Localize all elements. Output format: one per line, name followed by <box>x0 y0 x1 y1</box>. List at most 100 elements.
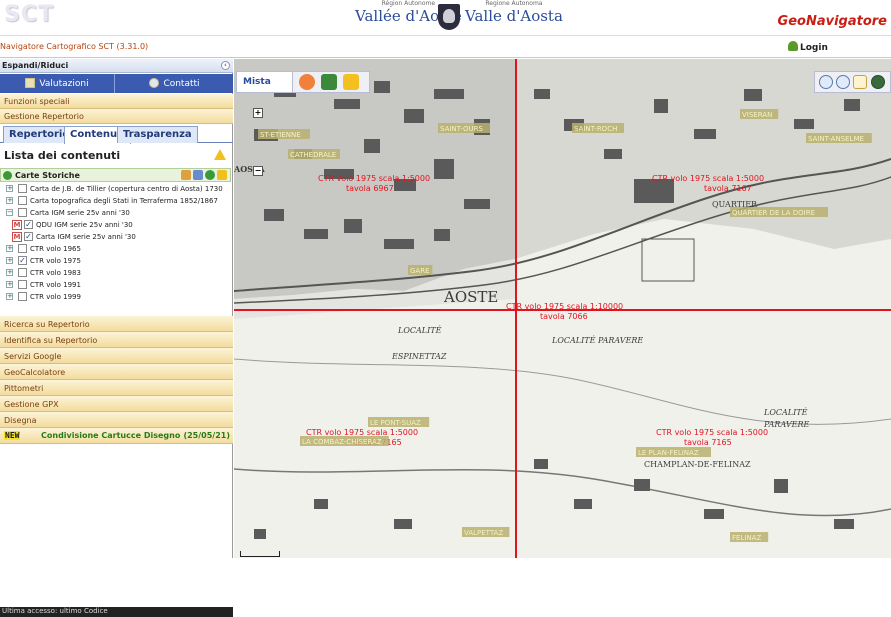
scroll-icon <box>25 78 36 88</box>
layer-label: CTR volo 1965 <box>30 245 81 253</box>
top-tabs: Valutazioni Contatti <box>0 74 233 93</box>
warning-icon[interactable] <box>214 149 226 160</box>
tab-trasparenza[interactable]: Trasparenza <box>117 126 198 143</box>
map-locality-label: QUARTIER <box>712 200 758 209</box>
lightning-icon[interactable] <box>343 74 359 90</box>
accordion-gestione-gpx[interactable]: Gestione GPX <box>0 396 233 412</box>
grid-sheet-label: CTR volo 1975 scala 1:5000 <box>306 428 418 437</box>
tab-valutazioni[interactable]: Valutazioni <box>0 74 115 93</box>
locate-icon[interactable] <box>299 74 315 90</box>
metadata-icon[interactable]: M <box>12 232 22 242</box>
expand-toggle-icon[interactable]: + <box>6 256 13 264</box>
place-label: VISERAN <box>740 109 779 119</box>
expand-collapse-bar[interactable]: Espandi/Riduci ‹ <box>0 59 233 73</box>
svg-text:FELINAZ: FELINAZ <box>732 534 761 542</box>
expand-toggle-icon[interactable]: − <box>6 208 13 216</box>
pan-hand-icon[interactable] <box>853 75 867 89</box>
metadata-icon[interactable]: M <box>12 220 22 230</box>
group-filter-icon[interactable] <box>217 170 227 180</box>
svg-text:VALPETTAZ: VALPETTAZ <box>464 529 503 537</box>
zoom-out-icon[interactable] <box>836 75 850 89</box>
layer-item[interactable]: + CTR volo 1999 <box>0 291 231 303</box>
nav-up-icon[interactable]: + <box>253 108 263 118</box>
contacts-icon <box>149 78 160 88</box>
group-grid-icon[interactable] <box>193 170 203 180</box>
layer-checkbox[interactable] <box>18 268 27 277</box>
accordion-condivisione[interactable]: NEW Condivisione Cartucce Disegno (25/05… <box>0 428 233 444</box>
layer-checkbox[interactable]: ✓ <box>24 220 33 229</box>
zoom-toolbar <box>814 71 891 93</box>
layer-checkbox[interactable] <box>18 292 27 301</box>
layer-item[interactable]: +CTR volo 1991 <box>0 279 231 291</box>
place-label: CATHEDRALE <box>288 149 340 159</box>
layer-checkbox[interactable] <box>18 208 27 217</box>
group-style-icon[interactable] <box>181 170 191 180</box>
grid-sheet-label: CTR volo 1975 scala 1:5000 <box>318 174 430 183</box>
layer-item[interactable]: +Carta topografica degli Stati in Terraf… <box>0 195 231 207</box>
layer-item[interactable]: + CTR volo 1983 <box>0 267 231 279</box>
svg-text:LA COMBAZ-CHISERAZ: LA COMBAZ-CHISERAZ <box>302 438 382 446</box>
sub-bar: Navigatore Cartografico SCT (3.31.0) Log… <box>0 37 891 58</box>
content-tabs: Repertorio Contenuti Trasparenza <box>0 125 233 144</box>
svg-text:SAINT-ROCH: SAINT-ROCH <box>574 125 617 133</box>
layer-checkbox[interactable]: ✓ <box>18 256 27 265</box>
layer-item[interactable]: −Carta IGM serie 25v anni '30 <box>0 207 231 219</box>
svg-text:LE PLAN-FELINAZ: LE PLAN-FELINAZ <box>638 449 699 457</box>
layer-item[interactable]: + CTR volo 1965 <box>0 243 231 255</box>
map-locality-label: LOCALITÉ <box>397 326 442 335</box>
expand-toggle-icon[interactable]: + <box>6 280 13 288</box>
layer-checkbox[interactable] <box>18 244 27 253</box>
grid-sheet-label: CTR volo 1975 scala 1:10000 <box>506 302 623 311</box>
accordion-pittometri[interactable]: Pittometri <box>0 380 233 396</box>
accordion-funzioni-speciali[interactable]: Funzioni speciali <box>0 94 233 109</box>
expand-toggle-icon[interactable]: + <box>6 244 13 252</box>
map-view[interactable]: AOSTE AOSTA LOCALITÉ ESPINETTAZ LOCALITÉ… <box>234 59 891 558</box>
group-tools <box>179 170 227 182</box>
map-locality-label: LOCALITÉ PARAVERE <box>551 336 643 345</box>
grid-sheet-label: CTR volo 1975 scala 1:5000 <box>656 428 768 437</box>
layer-label: CTR volo 1999 <box>30 293 81 301</box>
accordion-geocalcolatore[interactable]: GeoCalcolatore <box>0 364 233 380</box>
left-panel: Espandi/Riduci ‹ Valutazioni Contatti Fu… <box>0 59 233 617</box>
base-map-select[interactable]: Mista <box>237 72 293 92</box>
layer-item[interactable]: +✓CTR volo 1975 <box>0 255 231 267</box>
layer-item[interactable]: M✓Carta IGM serie 25v anni '30 <box>0 231 231 243</box>
layer-checkbox[interactable] <box>18 280 27 289</box>
expand-toggle-icon[interactable]: + <box>6 184 13 192</box>
zoom-in-icon[interactable] <box>819 75 833 89</box>
nav-down-icon[interactable]: − <box>253 166 263 176</box>
globe-icon[interactable] <box>871 75 885 89</box>
layers-list-icon[interactable] <box>321 74 337 90</box>
scale-bar <box>240 551 280 557</box>
layer-checkbox[interactable] <box>18 184 27 193</box>
layer-checkbox[interactable]: ✓ <box>24 232 33 241</box>
accordion-identifica-su-repertorio[interactable]: Identifica su Repertorio <box>0 332 233 348</box>
list-title: Lista dei contenuti <box>4 149 121 162</box>
group-carte-storiche[interactable]: Carte Storiche <box>0 168 231 182</box>
login-button[interactable]: Login <box>788 41 828 53</box>
accordion-servizi-google[interactable]: Servizi Google <box>0 348 233 364</box>
expand-toggle-icon[interactable]: + <box>6 196 13 204</box>
grid-sheet-label: tavola 7165 <box>684 438 732 447</box>
expand-toggle-icon[interactable]: + <box>6 268 13 276</box>
expand-toggle-icon[interactable]: + <box>6 292 13 300</box>
region-name-fr: Région Autonome Vallée d'Aoste <box>355 0 462 25</box>
version-label: Navigatore Cartografico SCT (3.31.0) <box>0 42 149 51</box>
accordion-ricerca-su-repertorio[interactable]: Ricerca su Repertorio <box>0 316 233 332</box>
collapse-icon[interactable]: ‹ <box>221 61 230 70</box>
layer-label: Carta de J.B. de Tillier (copertura cent… <box>30 185 223 193</box>
tab-contatti[interactable]: Contatti <box>116 74 233 93</box>
map-locality-label: CHAMPLAN-DE-FELINAZ <box>644 460 751 469</box>
accordion-disegna[interactable]: Disegna <box>0 412 233 428</box>
group-visible-icon[interactable] <box>205 170 215 180</box>
layer-label: QDU IGM serie 25v anni '30 <box>36 221 133 229</box>
layer-item[interactable]: M✓QDU IGM serie 25v anni '30 <box>0 219 231 231</box>
layer-checkbox[interactable] <box>18 196 27 205</box>
layer-item[interactable]: + Carta de J.B. de Tillier (copertura cen… <box>0 183 231 195</box>
map-canvas[interactable]: AOSTE AOSTA LOCALITÉ ESPINETTAZ LOCALITÉ… <box>234 59 891 558</box>
map-locality-label: ESPINETTAZ <box>391 352 447 361</box>
svg-text:SAINT-ANSELME: SAINT-ANSELME <box>808 135 864 143</box>
map-locality-label: LOCALITÉ <box>763 408 808 417</box>
layer-label: CTR volo 1983 <box>30 269 81 277</box>
accordion-gestione-repertorio[interactable]: Gestione Repertorio <box>0 109 233 124</box>
